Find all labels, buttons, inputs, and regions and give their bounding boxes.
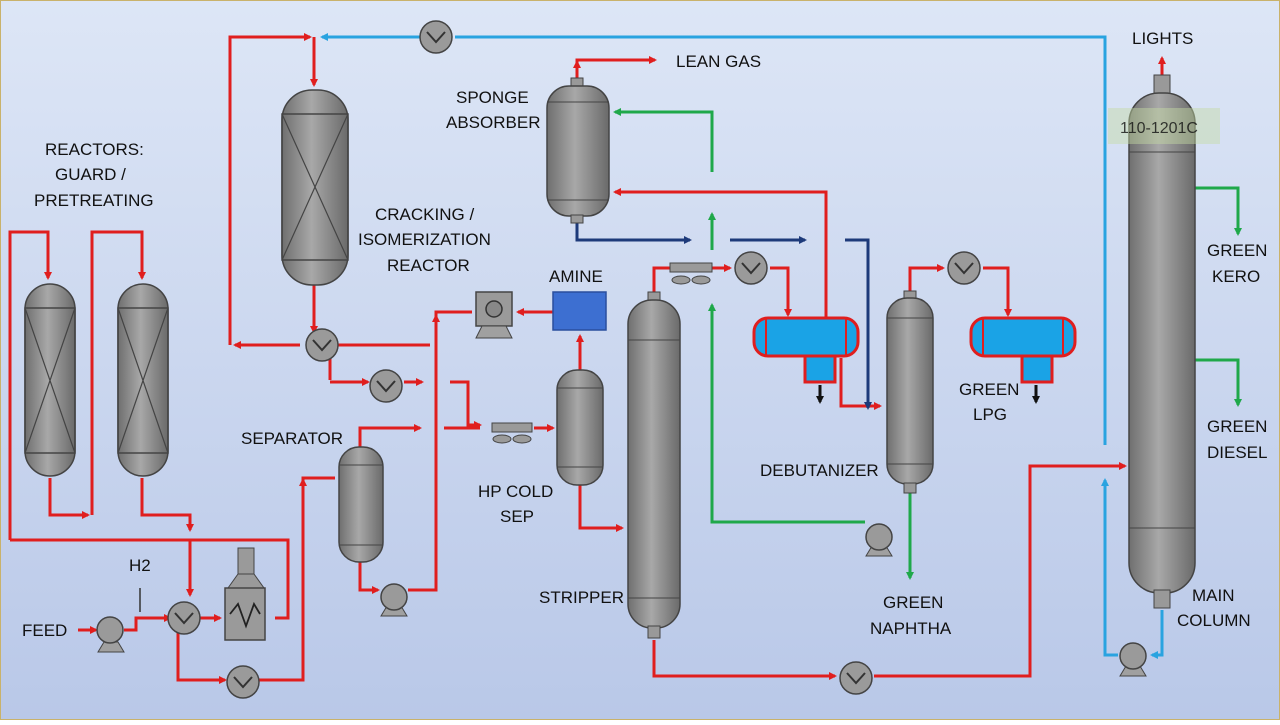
label-isomerization: ISOMERIZATION (358, 230, 491, 249)
cracking-reactor (281, 89, 349, 286)
reflux-drum-1 (752, 316, 860, 384)
hp-cold-sep-vessel (556, 369, 604, 486)
label-green-lpg-1: GREEN (959, 380, 1019, 399)
stripper-column (627, 291, 681, 639)
hot-streams (8, 33, 1166, 684)
label-absorber: ABSORBER (446, 113, 540, 132)
label-debutanizer: DEBUTANIZER (760, 461, 879, 480)
drain-arrows (816, 385, 1040, 404)
label-reactor: REACTOR (387, 256, 470, 275)
label-green-naphtha-2: NAPHTHA (870, 619, 952, 638)
label-h2: H2 (129, 556, 151, 575)
label-sep: SEP (500, 507, 534, 526)
exchanger-icon (305, 328, 339, 362)
vapor-streams (575, 222, 872, 410)
exchanger-icon (369, 369, 403, 403)
labels: LIGHTS LEAN GAS SPONGE ABSORBER REACTORS… (22, 29, 1267, 640)
guard-reactor-2 (117, 283, 169, 477)
exchanger-icon (419, 20, 453, 54)
label-green-diesel-1: GREEN (1207, 417, 1267, 436)
guard-reactor-1 (24, 283, 76, 477)
label-column: COLUMN (1177, 611, 1251, 630)
label-green-naphtha-1: GREEN (883, 593, 943, 612)
watermark: 110-1201C (1120, 120, 1198, 137)
label-guard: GUARD / (55, 165, 126, 184)
label-green-lpg-2: LPG (973, 405, 1007, 424)
label-cracking: CRACKING / (375, 205, 474, 224)
label-green-kero-2: KERO (1212, 267, 1260, 286)
label-stripper: STRIPPER (539, 588, 624, 607)
cold-streams (320, 33, 1164, 659)
reflux-drum-2 (969, 316, 1077, 384)
label-hp-cold: HP COLD (478, 482, 553, 501)
label-green-kero-1: GREEN (1207, 241, 1267, 260)
label-pretreating: PRETREATING (34, 191, 154, 210)
exchanger-icon (839, 661, 873, 695)
exchanger-icon (947, 251, 981, 285)
exchanger-icon (226, 665, 260, 699)
pump-separator (380, 583, 408, 617)
label-amine: AMINE (549, 267, 603, 286)
label-sponge: SPONGE (456, 88, 529, 107)
exchanger-icon (167, 601, 201, 635)
label-reactors: REACTORS: (45, 140, 144, 159)
air-cooler-2 (669, 262, 713, 285)
pump-debutanizer (865, 523, 893, 557)
label-separator: SEPARATOR (241, 429, 343, 448)
separator-vessel (338, 446, 384, 563)
product-streams (613, 108, 1242, 580)
pump-feed (96, 616, 125, 653)
air-cooler-1 (491, 422, 533, 444)
watermark-bg (1108, 108, 1220, 144)
label-lean-gas: LEAN GAS (676, 52, 761, 71)
exchanger-icon (734, 251, 768, 285)
label-feed: FEED (22, 621, 67, 640)
main-column (1128, 74, 1196, 609)
furnace-heater (224, 547, 266, 641)
sponge-absorber (546, 77, 610, 224)
label-main: MAIN (1192, 586, 1235, 605)
pump-main-column (1119, 642, 1147, 677)
debutanizer-column (886, 290, 934, 494)
label-lights: LIGHTS (1132, 29, 1193, 48)
amine-unit (552, 291, 607, 331)
label-green-diesel-2: DIESEL (1207, 443, 1267, 462)
compressor (475, 291, 513, 339)
